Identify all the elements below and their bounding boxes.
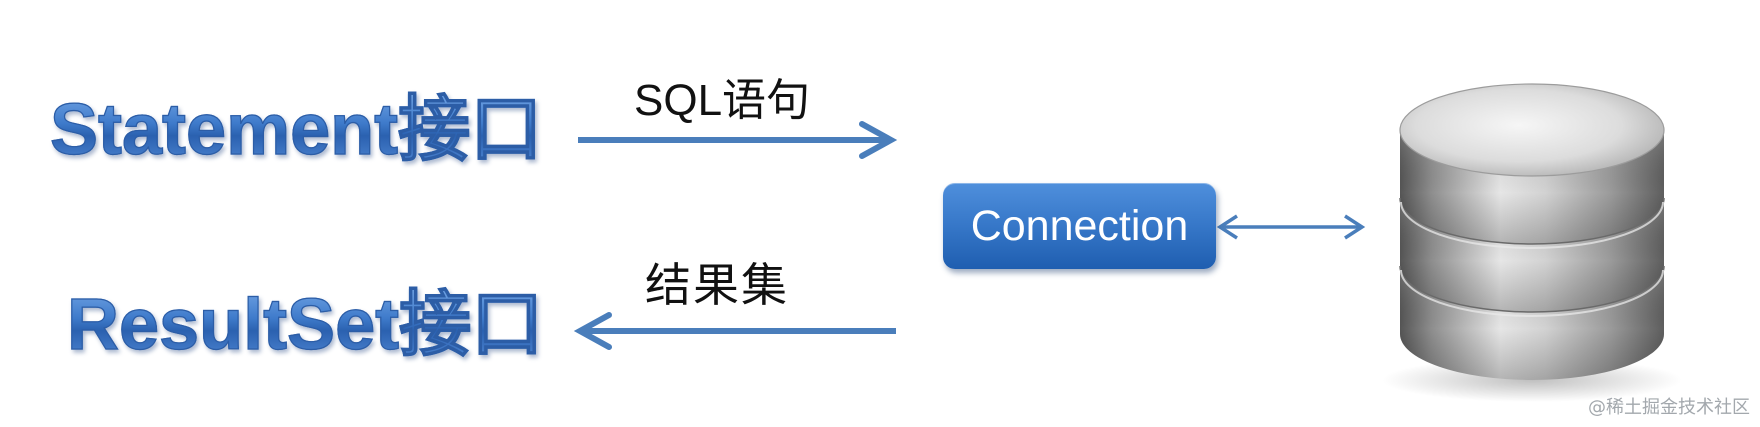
resultset-arrow	[573, 312, 896, 350]
sql-statement-label: SQL语句	[634, 76, 811, 125]
statement-interface-label: Statement接口	[49, 90, 543, 170]
sql-arrowhead	[859, 121, 898, 159]
connection-node: Connection	[943, 183, 1216, 269]
double-arrow-left-head	[1216, 214, 1238, 240]
database-divider-upper-highlight	[1400, 201, 1664, 249]
database-top-face	[1399, 83, 1665, 177]
database-divider-upper	[1399, 197, 1665, 245]
database-divider-lower	[1399, 265, 1665, 313]
double-arrow-right-head	[1344, 214, 1366, 240]
database-divider-lower-highlight	[1400, 269, 1664, 317]
resultset-arrowhead	[573, 312, 612, 350]
sql-arrow	[578, 121, 898, 159]
connection-label: Connection	[970, 201, 1189, 250]
database-icon	[1382, 83, 1682, 402]
resultset-interface-label: ResultSet接口	[66, 285, 544, 365]
connection-database-arrow	[1216, 214, 1366, 240]
watermark: @稀土掘金技术社区	[1588, 397, 1750, 418]
result-set-label: 结果集	[645, 259, 789, 311]
